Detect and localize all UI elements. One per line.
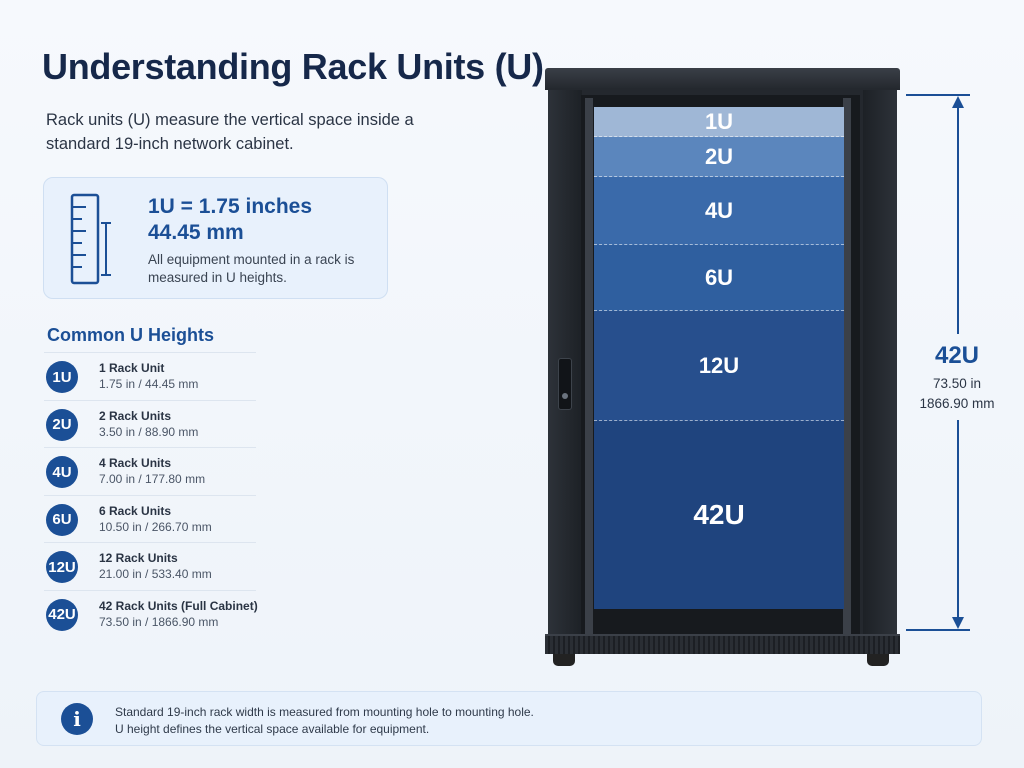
measure-line-upper [957,106,959,334]
footer-line-2: U height defines the vertical space avai… [115,722,430,736]
zone-12u: 12U [594,311,844,421]
arrow-down-icon [952,617,964,629]
total-height-mm: 1866.90 mm [919,396,995,411]
u-name: 1 Rack Unit [99,361,165,375]
u-size: 21.00 in / 533.40 mm [99,567,212,582]
mounting-rail-left [585,98,593,638]
page-title: Understanding Rack Units (U) [42,46,544,87]
cabinet-base [545,634,900,654]
u-badge: 42U [46,598,78,631]
u-name: 6 Rack Units [99,503,172,518]
common-heights-heading: Common U Heights [47,325,215,345]
u-badge: 6U [46,503,78,536]
zone-4u: 4U [594,177,844,245]
u-name: 42 Rack Units (Full Cabinet) [99,598,258,613]
list-item: 6U 6 Rack Units 10.50 in / 266.70 mm [44,494,256,543]
u-size: 73.50 in / 1866.90 mm [99,614,219,629]
total-height-u: 42U [934,342,980,369]
zone-42u: 42U [594,421,844,609]
list-item: 42U 42 Rack Units (Full Cabinet) 73.50 i… [44,589,258,638]
list-item: 1U 1 Rack Unit 1.75 in / 44.45 mm [44,352,256,400]
info-card: 1U = 1.75 inches 44.45 mm All equipment … [43,177,388,299]
cabinet-foot [867,654,889,666]
u-badge: 12U [46,551,78,584]
u-name: 2 Rack Units [99,408,172,423]
page-subtitle: Rack units (U) measure the vertical spac… [46,111,414,153]
u-name: 12 Rack Units [99,551,178,566]
zone-1u: 1U [594,107,844,137]
ruler-icon [70,193,111,285]
u-badge: 1U [46,361,78,393]
u-badge: 4U [46,456,78,489]
cabinet-side-panel [863,90,897,646]
cabinet-top [545,68,900,90]
zone-2u: 2U [594,137,844,177]
measure-top-tick [906,94,970,96]
footer-line-1: Standard 19-inch rack width is measured … [115,705,534,719]
u-mm-value: 44.45 mm [148,221,244,244]
u-size: 3.50 in / 88.90 mm [99,424,199,439]
list-item: 4U 4 Rack Units 7.00 in / 177.80 mm [44,447,256,495]
door-handle-icon [558,358,572,410]
u-inches-value: 1U = 1.75 inches [148,195,313,218]
u-badge: 2U [46,408,78,441]
common-heights-list: 1U 1 Rack Unit 1.75 in / 44.45 mm 2U 2 R… [44,352,258,638]
footer-note: i Standard 19-inch rack width is measure… [36,691,982,746]
u-size: 10.50 in / 266.70 mm [99,519,212,534]
u-size: 7.00 in / 177.80 mm [99,472,206,487]
cabinet-foot [553,654,575,666]
list-item: 12U 12 Rack Units 21.00 in / 533.40 mm [44,542,256,590]
arrow-up-icon [952,96,964,108]
measure-bottom-tick [906,629,970,631]
info-icon: i [61,703,93,735]
info-card-description: All equipment mounted in a rack is measu… [148,252,355,285]
u-name: 4 Rack Units [99,456,172,471]
u-size: 1.75 in / 44.45 mm [99,377,199,391]
measure-line-lower [957,420,959,618]
zone-6u: 6U [594,245,844,311]
cabinet-door-frame [548,90,582,646]
list-item: 2U 2 Rack Units 3.50 in / 88.90 mm [44,399,256,448]
total-height-inches: 73.50 in [932,376,982,391]
mounting-rail-right [843,98,851,638]
